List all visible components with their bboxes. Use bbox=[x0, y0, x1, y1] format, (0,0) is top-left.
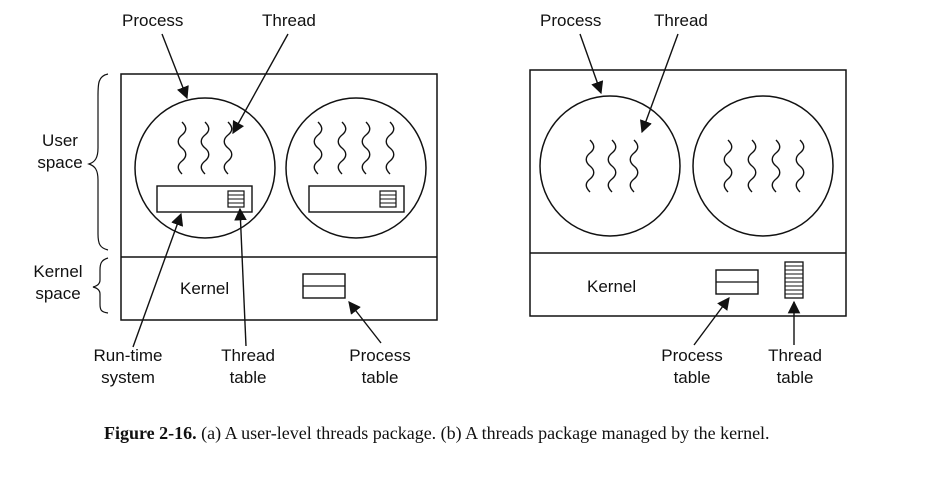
left-process-label: Process bbox=[122, 11, 183, 30]
left-machine-box bbox=[120, 73, 438, 321]
figure-number: Figure 2-16. bbox=[104, 423, 197, 443]
right-process-circle-1 bbox=[539, 95, 681, 237]
right-process-circle-2 bbox=[692, 95, 834, 237]
figure-caption-text: (a) A user-level threads package. (b) A … bbox=[201, 423, 770, 443]
thread-table-lines-1 bbox=[228, 194, 244, 204]
user-space-brace bbox=[87, 73, 109, 251]
runtime-label-line1: Run-time bbox=[94, 346, 163, 365]
thread-wave bbox=[361, 121, 371, 175]
runtime-system-arrow bbox=[132, 212, 184, 348]
right-process-table-arrow bbox=[693, 296, 730, 346]
thread-wave bbox=[795, 139, 805, 193]
thread-wave bbox=[200, 121, 210, 175]
thread-wave bbox=[747, 139, 757, 193]
right-process-label: Process bbox=[540, 11, 601, 30]
thread-wave bbox=[313, 121, 323, 175]
right-thread-label: Thread bbox=[654, 11, 708, 30]
figure-caption: Figure 2-16. (a) A user-level threads pa… bbox=[104, 422, 804, 445]
thread-wave bbox=[223, 121, 233, 175]
user-space-label-line2: space bbox=[37, 153, 82, 172]
left-thread-table-label-line2: table bbox=[230, 368, 267, 387]
right-process-table-label-line1: Process bbox=[661, 346, 722, 365]
user-level-diagram: User space Kernel space Kernel bbox=[33, 11, 438, 387]
thread-wave bbox=[177, 121, 187, 175]
thread-wave bbox=[337, 121, 347, 175]
thread-wave bbox=[385, 121, 395, 175]
user-space-label-line1: User bbox=[42, 131, 78, 150]
thread-wave bbox=[585, 139, 595, 193]
left-process-table-label-line1: Process bbox=[349, 346, 410, 365]
right-thread-table-label-line2: table bbox=[777, 368, 814, 387]
right-thread-arrow bbox=[639, 33, 679, 134]
thread-wave bbox=[629, 139, 639, 193]
kernel-level-diagram: Kernel Process Thread Process table Thre… bbox=[529, 11, 847, 387]
right-kernel-label: Kernel bbox=[587, 277, 636, 296]
right-thread-table-lines bbox=[785, 265, 803, 295]
right-process-arrow bbox=[579, 33, 604, 95]
left-thread-table-arrow bbox=[234, 207, 247, 347]
left-process-table-arrow bbox=[348, 301, 382, 344]
runtime-label-line2: system bbox=[101, 368, 155, 387]
left-thread-label: Thread bbox=[262, 11, 316, 30]
kernel-space-label-line2: space bbox=[35, 284, 80, 303]
left-process-arrow bbox=[161, 33, 189, 100]
thread-wave bbox=[723, 139, 733, 193]
left-thread-arrow bbox=[232, 33, 289, 135]
kernel-space-label-line1: Kernel bbox=[33, 262, 82, 281]
left-process-circle-2 bbox=[285, 97, 427, 239]
right-thread-table-label-line1: Thread bbox=[768, 346, 822, 365]
left-process-table-label-line2: table bbox=[362, 368, 399, 387]
right-process-table-label-line2: table bbox=[674, 368, 711, 387]
thread-wave bbox=[607, 139, 617, 193]
thread-table-lines-2 bbox=[380, 194, 396, 204]
kernel-space-brace bbox=[92, 257, 109, 314]
left-thread-table-label-line1: Thread bbox=[221, 346, 275, 365]
left-kernel-label: Kernel bbox=[180, 279, 229, 298]
right-thread-table-box bbox=[784, 261, 804, 299]
right-machine-box bbox=[529, 69, 847, 317]
thread-wave bbox=[771, 139, 781, 193]
left-process-circle-1 bbox=[134, 97, 276, 239]
